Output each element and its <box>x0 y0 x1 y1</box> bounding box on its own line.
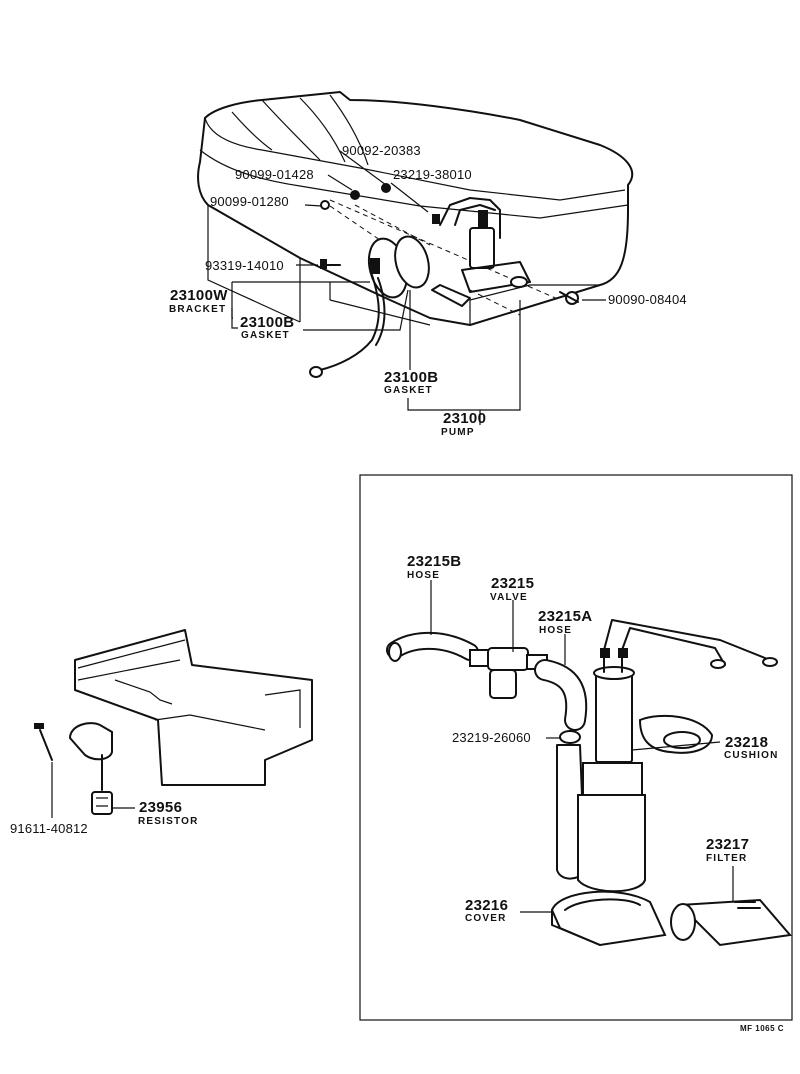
label-90099-01428: 90099-01428 <box>235 167 314 182</box>
label-gasket-lower: GASKET <box>384 385 433 396</box>
detail-inset-frame <box>359 474 793 1021</box>
label-cushion: CUSHION <box>724 750 779 761</box>
label-gasket-upper: GASKET <box>241 330 290 341</box>
pump-assembly <box>431 197 531 307</box>
label-23215: 23215 <box>491 575 535 592</box>
bolt-91611 <box>34 723 53 761</box>
label-23215A: 23215A <box>538 608 593 625</box>
label-23215B: 23215B <box>407 553 462 570</box>
label-91611-40812: 91611-40812 <box>10 821 88 836</box>
fuel-tank <box>197 91 634 326</box>
label-23956: 23956 <box>139 799 183 816</box>
filter-23217 <box>670 898 792 947</box>
label-filter: FILTER <box>706 853 748 864</box>
hose-23215B <box>386 631 479 662</box>
pump-bracket <box>309 235 430 378</box>
label-pump: PUMP <box>441 427 475 438</box>
figure-reference: MF 1065 C <box>740 1024 785 1033</box>
label-23216: 23216 <box>465 897 509 914</box>
label-23100B-lower: 23100B <box>384 369 439 386</box>
label-hose-a: HOSE <box>539 625 573 636</box>
cushion-23218 <box>638 714 714 754</box>
resistor-bracket-body <box>74 629 313 786</box>
hose-23215A <box>534 659 588 731</box>
label-93319-14010: 93319-14010 <box>205 258 284 273</box>
label-90090-08404: 90090-08404 <box>608 292 687 307</box>
label-23219-26060: 23219-26060 <box>452 730 531 745</box>
label-90092-20383: 90092-20383 <box>342 143 421 158</box>
label-valve: VALVE <box>490 592 528 603</box>
label-hose-b: HOSE <box>407 570 441 581</box>
cover-23216 <box>550 890 667 947</box>
label-23100B-upper: 23100B <box>240 314 295 331</box>
label-bracket: BRACKET <box>169 304 227 315</box>
label-90099-01280: 90099-01280 <box>210 194 289 209</box>
label-23100W: 23100W <box>170 287 228 304</box>
pump-body <box>577 619 778 893</box>
label-23218: 23218 <box>725 734 769 751</box>
resistor-23956 <box>68 722 113 815</box>
label-23100: 23100 <box>443 410 487 427</box>
label-23217: 23217 <box>706 836 750 853</box>
valve-23215 <box>469 647 548 699</box>
label-23219-38010: 23219-38010 <box>393 167 472 182</box>
label-cover: COVER <box>465 913 507 924</box>
hose-clamp <box>559 730 581 744</box>
label-resistor: RESISTOR <box>138 816 199 827</box>
